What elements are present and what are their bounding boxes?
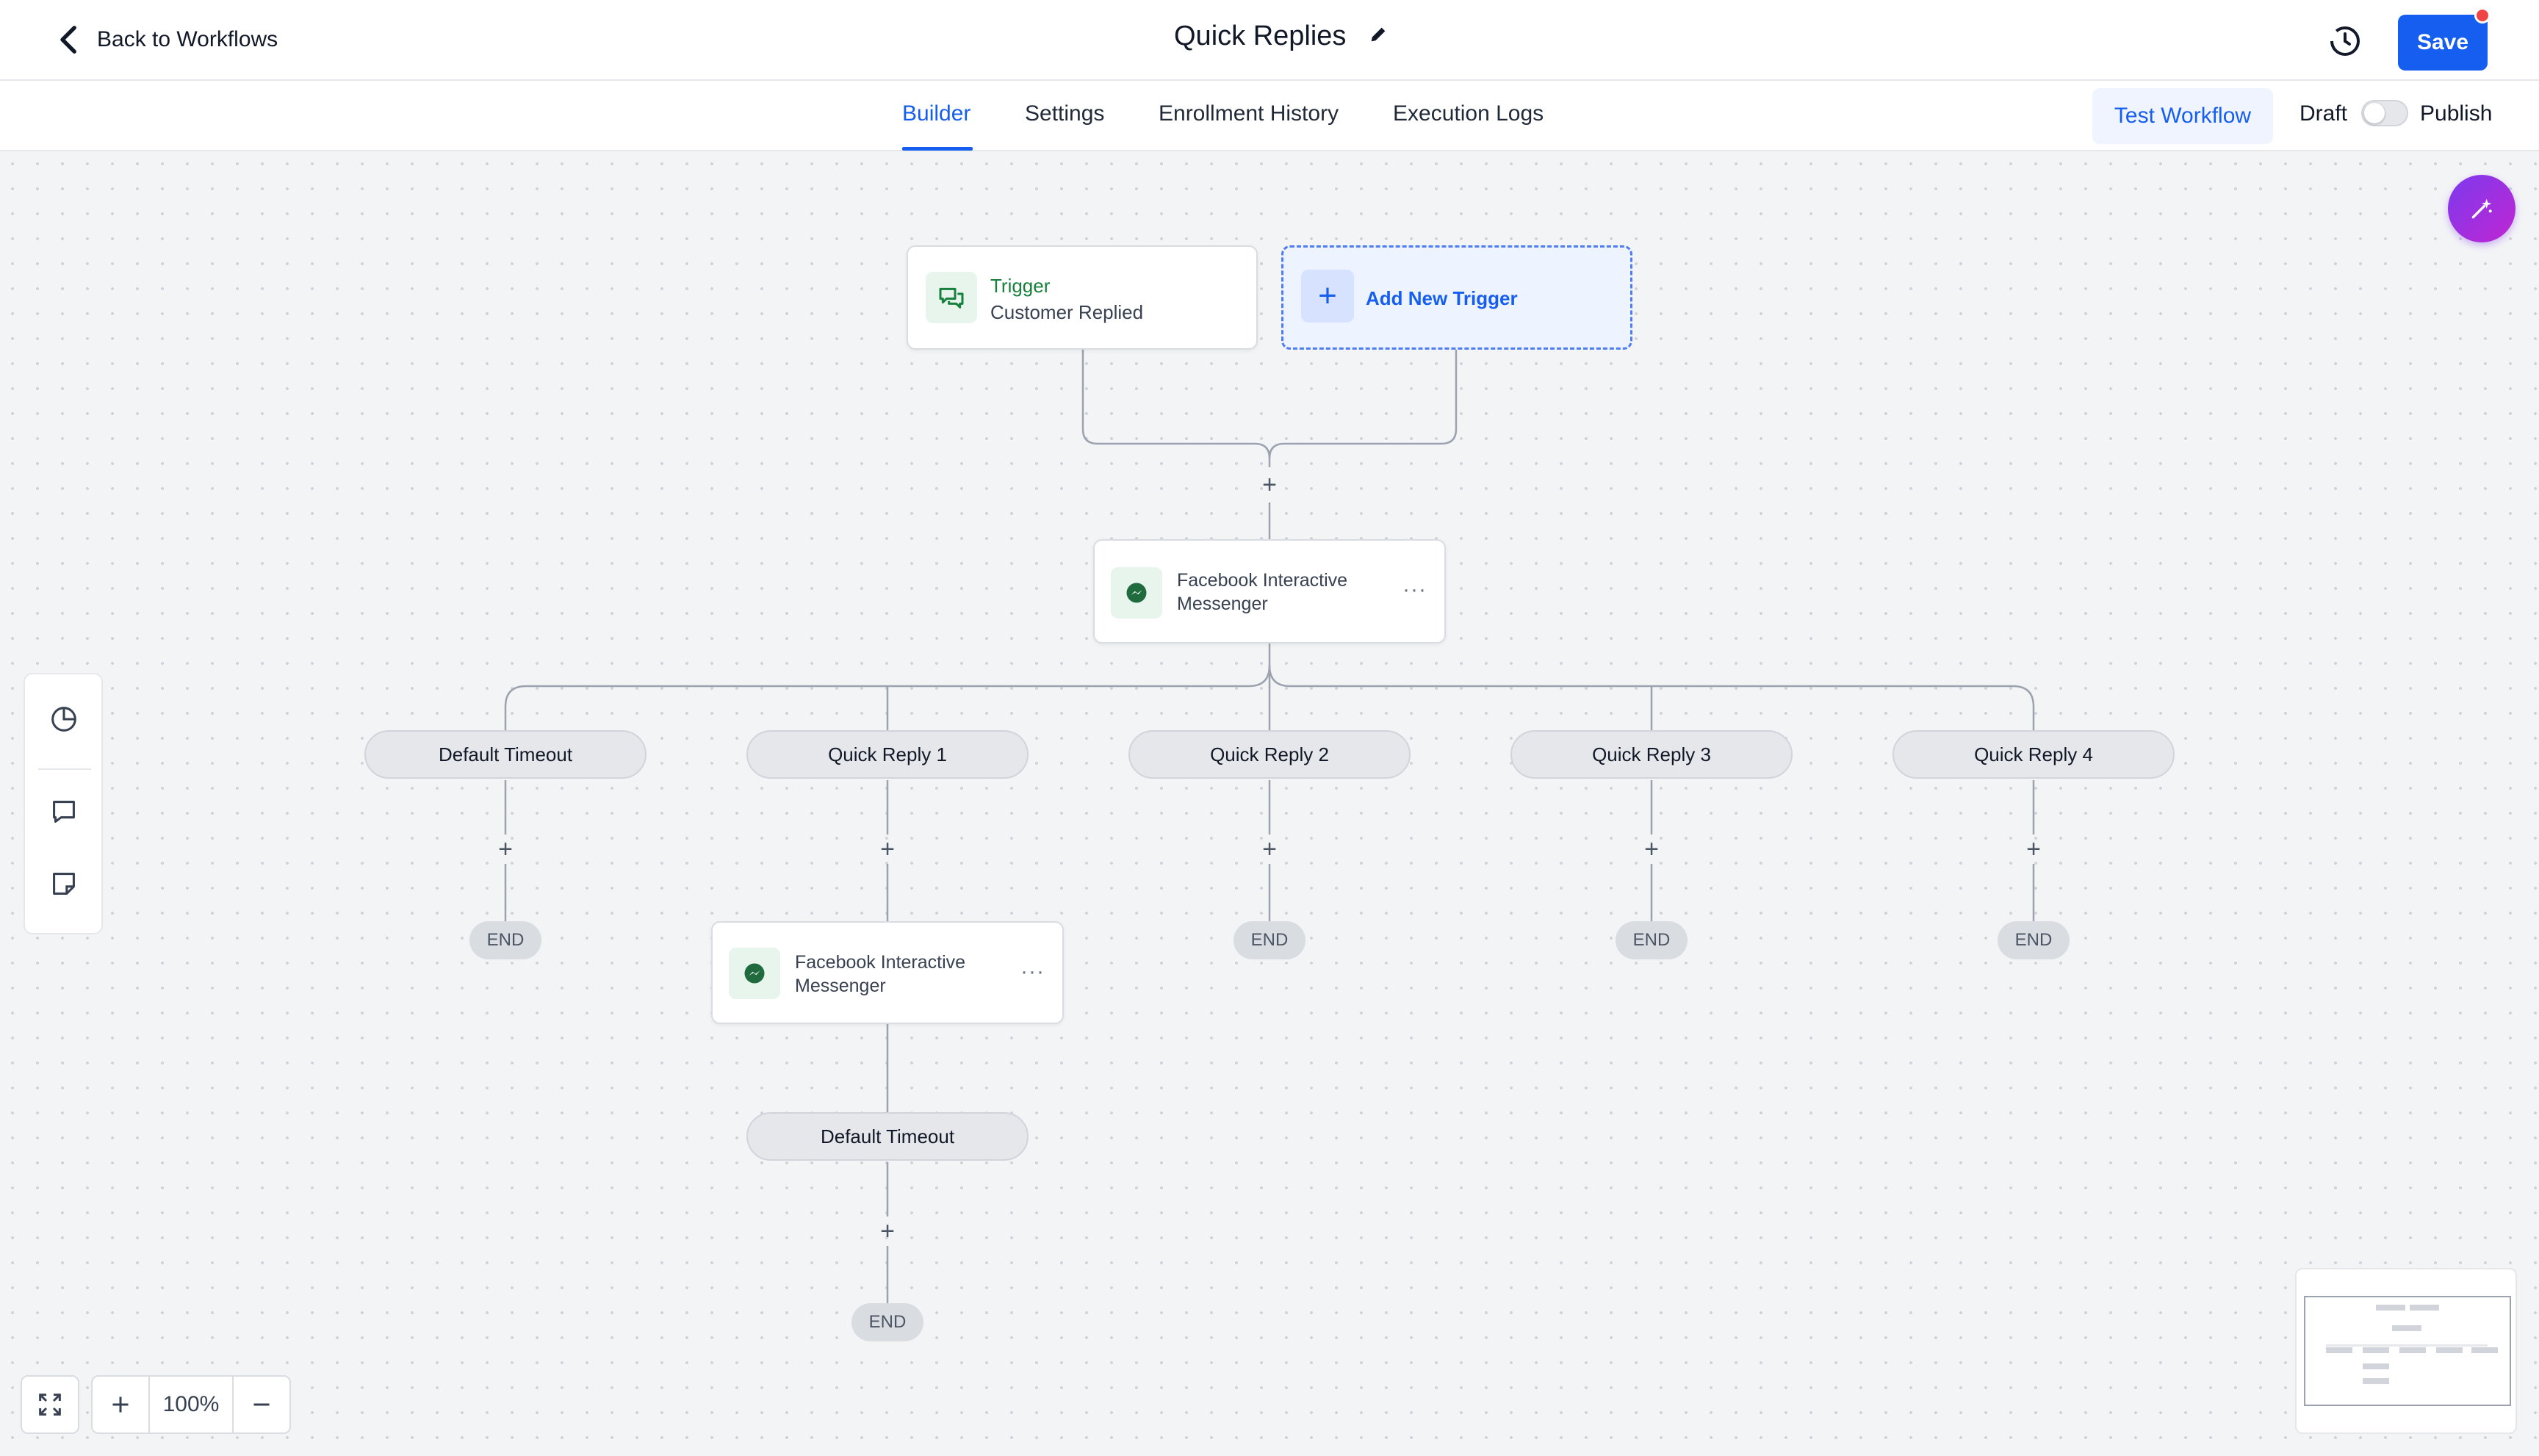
minimap-viewport[interactable] bbox=[2304, 1296, 2511, 1406]
branch-default-timeout[interactable]: Default Timeout bbox=[364, 730, 647, 779]
comment-icon[interactable] bbox=[47, 795, 81, 829]
notification-dot bbox=[2474, 7, 2491, 24]
plus-icon bbox=[112, 1396, 129, 1413]
back-to-workflows-link[interactable]: Back to Workflows bbox=[56, 24, 278, 56]
top-bar: Back to Workflows Quick Replies Save bbox=[0, 0, 2539, 81]
tab-builder[interactable]: Builder bbox=[902, 101, 971, 126]
add-step-button[interactable]: + bbox=[1262, 835, 1277, 863]
workflow-title[interactable]: Quick Replies bbox=[1174, 21, 1347, 51]
add-step-button[interactable]: + bbox=[498, 835, 513, 863]
branch-quick-reply-3[interactable]: Quick Reply 3 bbox=[1510, 730, 1793, 779]
publish-label: Publish bbox=[2420, 101, 2493, 126]
tab-enrollment-history[interactable]: Enrollment History bbox=[1159, 101, 1339, 126]
add-step-button[interactable]: + bbox=[2026, 835, 2041, 863]
zoom-controls: 100% bbox=[91, 1375, 291, 1434]
end-marker: END bbox=[1616, 921, 1688, 959]
test-workflow-button[interactable]: Test Workflow bbox=[2092, 88, 2273, 144]
stats-icon[interactable] bbox=[47, 702, 81, 736]
back-label: Back to Workflows bbox=[97, 27, 278, 51]
messenger-icon bbox=[729, 948, 780, 999]
add-trigger-label: Add New Trigger bbox=[1366, 287, 1518, 309]
end-marker: END bbox=[1234, 921, 1305, 959]
node-title: Facebook Interactive Messenger bbox=[795, 952, 966, 996]
facebook-messenger-node[interactable]: Facebook Interactive Messenger ··· bbox=[711, 921, 1064, 1024]
facebook-messenger-node[interactable]: Facebook Interactive Messenger ··· bbox=[1093, 539, 1446, 644]
zoom-out-button[interactable] bbox=[234, 1377, 289, 1432]
branch-quick-reply-4[interactable]: Quick Reply 4 bbox=[1892, 730, 2175, 779]
more-options-icon[interactable]: ··· bbox=[1020, 959, 1045, 984]
add-step-button[interactable]: + bbox=[880, 1217, 895, 1245]
expand-icon[interactable] bbox=[21, 1375, 79, 1434]
add-new-trigger-button[interactable]: + Add New Trigger bbox=[1281, 245, 1632, 350]
draft-label: Draft bbox=[2299, 101, 2348, 126]
workflow-canvas[interactable] bbox=[0, 151, 2539, 1456]
minus-icon bbox=[253, 1403, 270, 1406]
zoom-in-button[interactable] bbox=[93, 1377, 148, 1432]
minimap[interactable] bbox=[2295, 1268, 2517, 1434]
node-title: Facebook Interactive Messenger bbox=[1177, 570, 1348, 614]
branch-default-timeout[interactable]: Default Timeout bbox=[746, 1112, 1029, 1161]
more-options-icon[interactable]: ··· bbox=[1402, 577, 1427, 602]
chevron-left-icon bbox=[60, 26, 76, 54]
end-marker: END bbox=[469, 921, 541, 959]
publish-toggle[interactable] bbox=[2361, 100, 2408, 126]
trigger-name: Customer Replied bbox=[990, 301, 1144, 323]
save-button[interactable]: Save bbox=[2398, 15, 2488, 71]
zoom-level: 100% bbox=[162, 1392, 220, 1416]
active-tab-indicator bbox=[902, 147, 973, 151]
sticky-note-icon[interactable] bbox=[47, 867, 81, 901]
add-step-button[interactable]: + bbox=[1644, 835, 1659, 863]
tab-bar: Builder Settings Enrollment History Exec… bbox=[0, 81, 2539, 151]
branch-quick-reply-1[interactable]: Quick Reply 1 bbox=[746, 730, 1029, 779]
history-icon[interactable] bbox=[2327, 24, 2363, 59]
canvas-toolbar bbox=[24, 673, 103, 934]
chat-icon bbox=[926, 272, 977, 323]
messenger-icon bbox=[1111, 567, 1162, 619]
plus-icon: + bbox=[1301, 270, 1354, 322]
magic-wand-icon[interactable] bbox=[2448, 175, 2515, 242]
end-marker: END bbox=[851, 1303, 923, 1341]
add-step-button[interactable]: + bbox=[880, 835, 895, 863]
branch-quick-reply-2[interactable]: Quick Reply 2 bbox=[1128, 730, 1411, 779]
trigger-card[interactable]: Trigger Customer Replied bbox=[907, 245, 1258, 350]
trigger-label: Trigger bbox=[990, 275, 1051, 297]
tab-execution-logs[interactable]: Execution Logs bbox=[1393, 101, 1544, 126]
add-step-button[interactable]: + bbox=[1262, 471, 1277, 499]
tab-settings[interactable]: Settings bbox=[1025, 101, 1105, 126]
toolbar-divider bbox=[38, 768, 91, 770]
pencil-icon[interactable] bbox=[1368, 24, 1389, 48]
end-marker: END bbox=[1998, 921, 2070, 959]
